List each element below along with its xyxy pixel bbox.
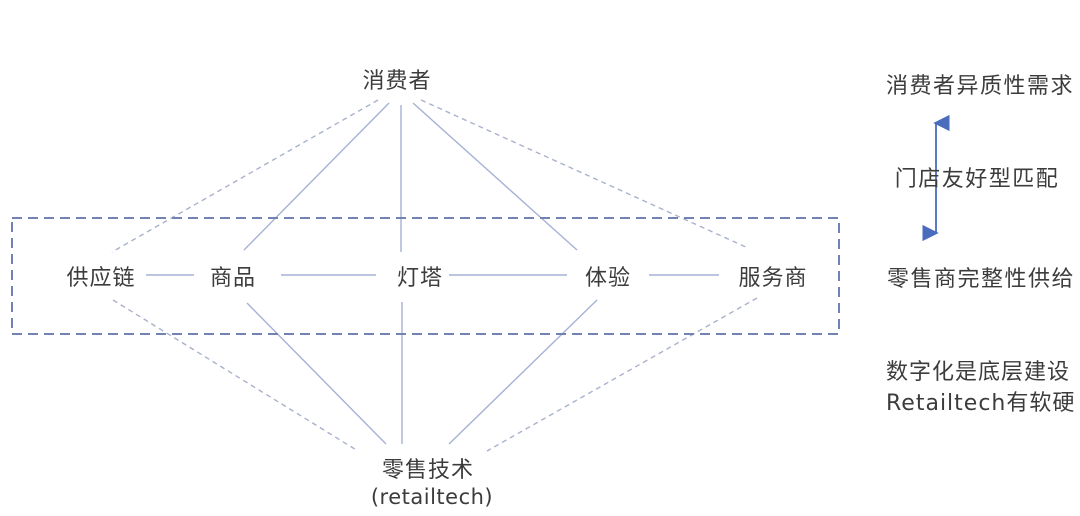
annotation-store-matching: 门店友好型匹配 bbox=[894, 167, 1060, 192]
annotation-retailer-supply: 零售商完整性供给 bbox=[886, 267, 1076, 292]
annotation-digital-block: 数字化是底层建设 Retailtech有软硬 bbox=[886, 357, 1075, 419]
node-supply-chain: 供应链 bbox=[66, 266, 136, 291]
edge-supply_chain-retail_tech bbox=[112, 299, 359, 452]
node-goods: 商品 bbox=[209, 266, 257, 291]
edge-service_provider-retail_tech bbox=[486, 297, 758, 452]
edge-lines bbox=[111, 99, 758, 452]
node-consumer: 消费者 bbox=[362, 69, 432, 94]
edge-consumer-experience bbox=[412, 102, 578, 251]
node-retail-tech-sublabel: (retailtech) bbox=[370, 485, 494, 509]
node-lighthouse: 灯塔 bbox=[396, 266, 444, 291]
edge-consumer-goods bbox=[243, 102, 390, 251]
node-service-provider: 服务商 bbox=[738, 266, 808, 291]
node-experience: 体验 bbox=[584, 266, 632, 291]
annotation-consumer-demand: 消费者异质性需求 bbox=[885, 74, 1075, 99]
edge-experience-retail_tech bbox=[448, 299, 598, 445]
edge-goods-retail_tech bbox=[246, 302, 387, 445]
edge-consumer-service_provider bbox=[420, 99, 749, 249]
node-retail-tech: 零售技术 bbox=[381, 458, 475, 483]
dashed-box bbox=[11, 217, 840, 335]
annotation-digital-line2: Retailtech有软硬 bbox=[886, 391, 1076, 416]
edge-consumer-supply_chain bbox=[111, 99, 379, 253]
annotation-digital-line1: 数字化是底层建设 bbox=[886, 360, 1071, 385]
